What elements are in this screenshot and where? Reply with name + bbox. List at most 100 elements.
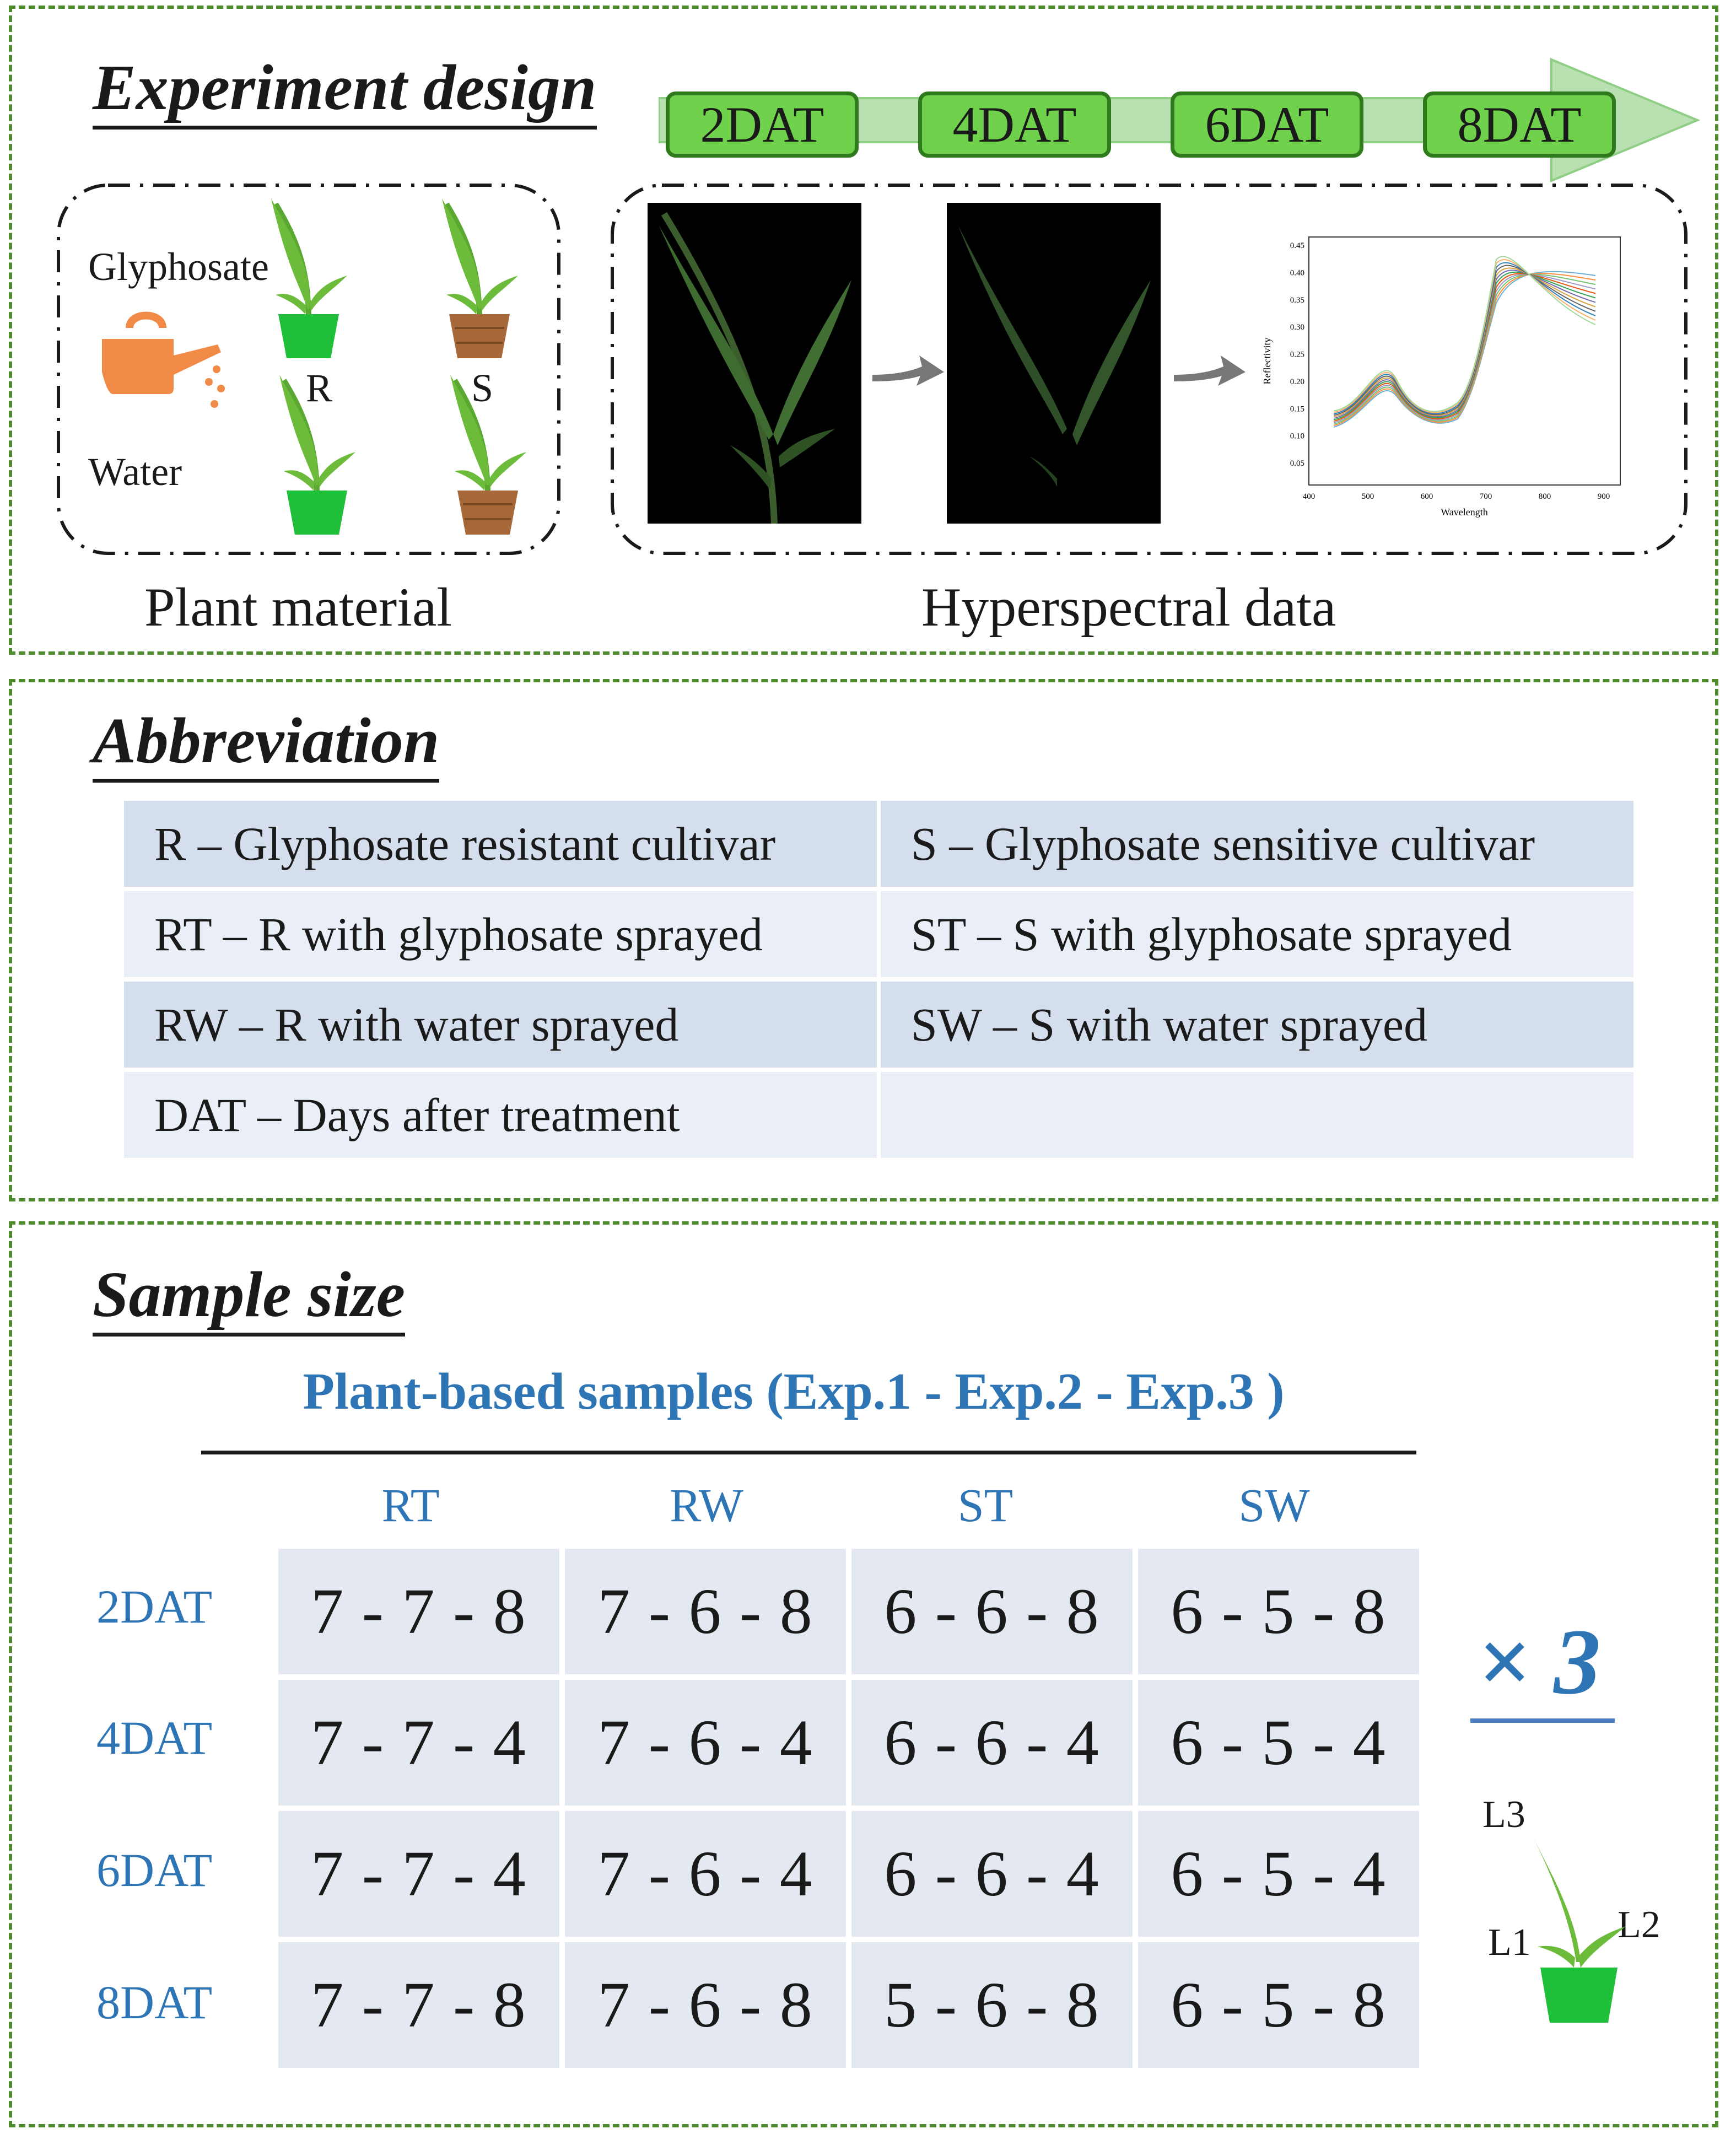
plant-s-water-icon [450, 375, 526, 535]
row-head-2dat: 2DAT [96, 1580, 213, 1633]
spectral-curve [1333, 256, 1596, 412]
y-tick-label: 0.15 [1290, 405, 1304, 413]
plant-material-frame [57, 184, 560, 555]
plant-leaves-diagram-icon [1532, 1835, 1626, 2023]
sample-subtitle-rule [201, 1451, 1416, 1454]
spectral-curve [1333, 265, 1596, 416]
table-cell: 6 - 6 - 4 [851, 1811, 1133, 1937]
timeline-step-2dat: 2DAT [666, 91, 859, 158]
abbr-sw: SW – S with water sprayed [881, 982, 1633, 1068]
spectral-curve [1333, 273, 1596, 423]
plant-material-caption: Plant material [144, 576, 452, 638]
col-head-rt: RT [381, 1479, 440, 1532]
spectral-curve [1333, 273, 1596, 427]
col-head-rw: RW [670, 1479, 743, 1532]
table-cell: 7 - 6 - 4 [565, 1811, 846, 1937]
row-head-4dat: 4DAT [96, 1711, 213, 1764]
abbr-st: ST – S with glyphosate sprayed [881, 891, 1633, 977]
table-cell: 6 - 5 - 8 [1138, 1942, 1419, 2068]
watering-can-icon [102, 311, 225, 408]
table-cell: 7 - 6 - 4 [565, 1680, 846, 1806]
y-tick-label: 0.45 [1290, 241, 1304, 250]
hyperspectral-image-raw [648, 203, 861, 524]
abbr-dat: DAT – Days after treatment [124, 1072, 877, 1158]
plant-leaves-image [659, 212, 851, 524]
abbr-rw: RW – R with water sprayed [124, 982, 877, 1068]
row-head-8dat: 8DAT [96, 1976, 213, 2029]
x-tick-label: 800 [1539, 492, 1551, 501]
timeline-step-6dat: 6DAT [1171, 91, 1363, 158]
sample-size-title: Sample size [93, 1262, 406, 1337]
x-tick-label: 400 [1303, 492, 1316, 501]
table-cell: 6 - 6 - 4 [851, 1680, 1133, 1806]
table-cell: 6 - 5 - 4 [1138, 1680, 1419, 1806]
spectral-curves [1333, 256, 1596, 428]
sample-size-panel [9, 1221, 1718, 2127]
timeline-step-8dat: 8DAT [1423, 91, 1616, 158]
y-tick-label: 0.20 [1290, 378, 1304, 386]
spectral-curve [1333, 270, 1596, 419]
table-cell: 6 - 6 - 8 [851, 1549, 1133, 1674]
x-tick-labels: 400 500 600 700 800 900 [1303, 492, 1610, 501]
plant-r-water-icon [279, 375, 355, 535]
abbreviation-title: Abbreviation [93, 708, 440, 783]
plant-s-glyphosate-icon [442, 198, 518, 358]
plot-ylabel: Reflectivity [1261, 338, 1273, 385]
plant-r-glyphosate-icon [271, 198, 347, 358]
hyperspectral-image-segmented [947, 203, 1161, 524]
abbr-rt: RT – R with glyphosate sprayed [124, 891, 877, 977]
x-tick-label: 900 [1598, 492, 1610, 501]
y-tick-label: 0.35 [1290, 296, 1304, 305]
plot-frame [1308, 236, 1621, 486]
y-tick-label: 0.05 [1290, 459, 1304, 468]
multiplier-label: × 3 [1477, 1610, 1601, 1713]
spectral-curve [1333, 271, 1596, 421]
hyperspectral-caption: Hyperspectral data [921, 576, 1336, 638]
cultivar-s-label: S [471, 366, 494, 410]
plot-xlabel: Wavelength [1441, 506, 1488, 518]
segmented-leaves-image [958, 225, 1151, 487]
col-head-st: ST [957, 1479, 1013, 1532]
spectral-curve [1333, 273, 1596, 422]
abbreviation-panel [9, 679, 1718, 1201]
x-tick-label: 500 [1362, 492, 1374, 501]
y-tick-labels: 0.05 0.10 0.15 0.20 0.25 0.30 0.35 0.40 0.45 [1290, 241, 1304, 468]
y-tick-label: 0.25 [1290, 351, 1304, 359]
table-cell: 5 - 6 - 8 [851, 1942, 1133, 2068]
y-tick-label: 0.40 [1290, 268, 1304, 277]
abbr-r: R – Glyphosate resistant cultivar [124, 801, 877, 887]
glyphosate-label: Glyphosate [88, 245, 269, 289]
leaf-l2-label: L2 [1618, 1904, 1660, 1946]
table-cell: 7 - 7 - 8 [278, 1942, 559, 2068]
col-head-sw: SW [1238, 1479, 1310, 1532]
y-tick-label: 0.10 [1290, 432, 1304, 441]
multiplier-underline [1470, 1718, 1615, 1723]
spectral-reflectance-plot: 0.05 0.10 0.15 0.20 0.25 0.30 0.35 0.40 0.45 400… [1261, 236, 1621, 518]
arrow-right-icon [872, 355, 944, 386]
hyperspectral-frame [611, 184, 1688, 555]
table-cell: 7 - 7 - 4 [278, 1680, 559, 1806]
row-head-6dat: 6DAT [96, 1844, 213, 1896]
table-cell: 7 - 7 - 8 [278, 1549, 559, 1674]
spectral-curve [1333, 267, 1596, 418]
spectral-curve [1333, 273, 1596, 425]
arrow-right-icon [1174, 355, 1246, 386]
spectral-curve [1333, 271, 1596, 428]
x-tick-label: 600 [1421, 492, 1433, 501]
table-cell: 7 - 6 - 8 [565, 1549, 846, 1674]
table-cell: 7 - 6 - 8 [565, 1942, 846, 2068]
leaf-l3-label: L3 [1482, 1793, 1525, 1836]
water-label: Water [88, 450, 182, 494]
sample-size-subtitle: Plant-based samples (Exp.1 - Exp.2 - Exp… [303, 1363, 1285, 1420]
y-tick-label: 0.30 [1290, 323, 1304, 332]
abbr-s: S – Glyphosate sensitive cultivar [881, 801, 1633, 887]
leaf-l1-label: L1 [1488, 1921, 1531, 1964]
x-tick-label: 700 [1480, 492, 1492, 501]
experiment-design-title: Experiment design [93, 55, 597, 130]
spectral-curve [1333, 262, 1596, 414]
table-cell: 6 - 5 - 8 [1138, 1549, 1419, 1674]
table-cell: 7 - 7 - 4 [278, 1811, 559, 1937]
timeline-step-4dat: 4DAT [918, 91, 1111, 158]
cultivar-r-label: R [306, 366, 333, 410]
abbr-empty [881, 1072, 1633, 1158]
